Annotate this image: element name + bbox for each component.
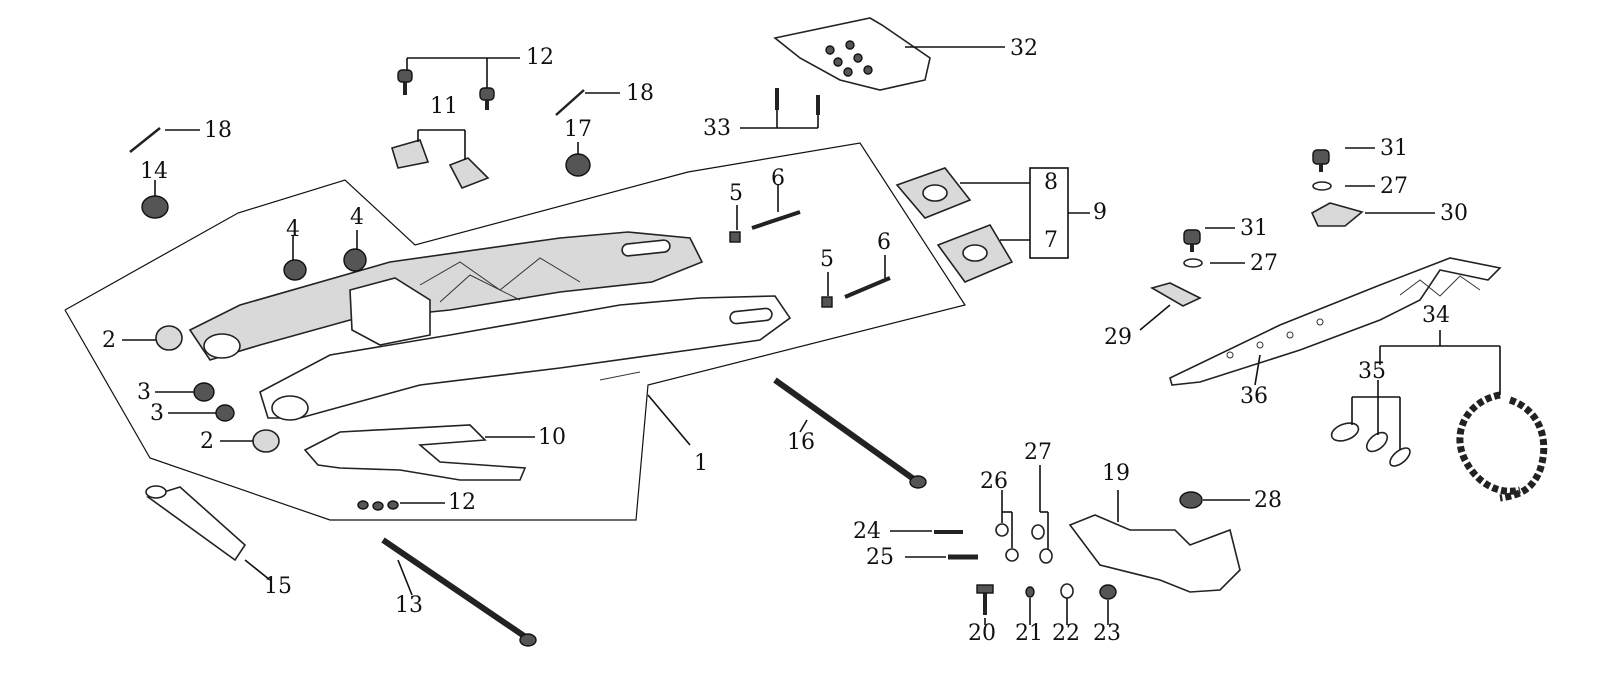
callout-5-lower: 5	[820, 247, 834, 272]
adjuster-plate-lower	[936, 224, 1014, 283]
callout-16: 16	[787, 430, 815, 455]
bushing-2-upper	[155, 325, 183, 351]
callout-2-upper: 2	[102, 328, 116, 353]
chain-master-link	[1330, 422, 1411, 467]
callout-28: 28	[1254, 488, 1282, 513]
bracket	[303, 424, 527, 481]
bolt-31-lower	[1183, 229, 1201, 252]
callout-3-lower: 3	[150, 401, 164, 426]
callout-13: 13	[395, 593, 423, 618]
nut-4-right	[343, 248, 367, 272]
callout-30: 30	[1440, 201, 1468, 226]
callout-23: 23	[1093, 621, 1121, 646]
bolts-33	[775, 88, 820, 115]
callout-35: 35	[1358, 359, 1386, 384]
bolt-12-upper-left	[397, 69, 413, 95]
washer-26	[995, 523, 1019, 562]
clamp-11-right	[448, 157, 490, 190]
callout-1: 1	[694, 451, 708, 476]
callout-20: 20	[968, 621, 996, 646]
callout-27-upper: 27	[1380, 174, 1408, 199]
callout-29: 29	[1104, 325, 1132, 350]
clamp-11-left	[391, 139, 430, 169]
washer-21	[1025, 586, 1035, 598]
guide-bracket-30	[1310, 202, 1364, 227]
callout-7: 7	[1044, 228, 1058, 253]
chain-guide	[1068, 514, 1241, 593]
callout-3-upper: 3	[137, 380, 151, 405]
callout-31-lower: 31	[1240, 216, 1268, 241]
swingarm-group-outline	[64, 142, 966, 521]
callout-36: 36	[1240, 384, 1268, 409]
swingarm-pivot-axle	[381, 537, 537, 647]
callout-18-center: 18	[626, 81, 654, 106]
callout-2-lower: 2	[200, 429, 214, 454]
callout-25: 25	[866, 545, 894, 570]
callout-19: 19	[1102, 461, 1130, 486]
washer-3-lower	[215, 404, 235, 422]
drive-chain	[1456, 391, 1548, 502]
bolt-12-upper-right	[479, 87, 495, 110]
cotter-pin-18-center	[555, 89, 585, 116]
rear-wheel-axle	[773, 377, 927, 489]
nut-17	[565, 153, 591, 177]
callout-15: 15	[264, 574, 292, 599]
callout-21: 21	[1015, 621, 1043, 646]
leader-lines	[122, 46, 1501, 625]
nut-5-lower	[821, 296, 833, 308]
chain-slider-holes	[1226, 275, 1481, 359]
nut-5-upper	[729, 231, 741, 243]
callout-12-upper: 12	[526, 45, 554, 70]
bolt-31-upper	[1312, 149, 1330, 172]
callout-26: 26	[980, 469, 1008, 494]
nut-28	[1179, 491, 1203, 509]
swingarm	[188, 231, 792, 421]
rear-fender	[773, 17, 931, 91]
nut-23	[1099, 584, 1117, 600]
callout-12-lower: 12	[448, 490, 476, 515]
washer-27-center	[1031, 524, 1053, 564]
callout-9: 9	[1093, 200, 1107, 225]
callout-18-left: 18	[204, 118, 232, 143]
callout-32: 32	[1010, 36, 1038, 61]
callout-27-lower: 27	[1250, 251, 1278, 276]
chain-slider	[1169, 257, 1502, 386]
callout-22: 22	[1052, 621, 1080, 646]
bolt-6-lower	[844, 276, 891, 299]
bolt-6-upper	[751, 210, 801, 230]
callout-4-left: 4	[286, 217, 300, 242]
callout-6-upper: 6	[771, 166, 785, 191]
nut-4-left	[283, 259, 307, 281]
callout-27-center: 27	[1024, 440, 1052, 465]
callout-8: 8	[1044, 170, 1058, 195]
pivot-sleeve	[145, 485, 247, 562]
callout-6-lower: 6	[877, 230, 891, 255]
callout-5-upper: 5	[729, 181, 743, 206]
washer-27-upper	[1312, 181, 1332, 191]
callout-14: 14	[140, 159, 168, 184]
washer-22	[1060, 583, 1074, 599]
callout-17: 17	[564, 117, 592, 142]
callout-10: 10	[538, 425, 566, 450]
washer-27-lower	[1183, 258, 1203, 268]
bushing-2-lower	[252, 429, 280, 453]
washer-3-upper	[193, 382, 215, 402]
adjuster-plate-upper	[895, 167, 972, 219]
callout-31-upper: 31	[1380, 136, 1408, 161]
bolt-20	[976, 584, 994, 615]
callouts: 1 2 2 3 3 4 4 5 5 6 6 7 8 9 10 11 12 12 …	[102, 36, 1468, 646]
cotter-pin-18-left	[129, 127, 161, 153]
callout-24: 24	[853, 519, 881, 544]
bolts-12-lower	[357, 500, 399, 511]
callout-11: 11	[430, 94, 458, 119]
nut-14	[141, 195, 169, 219]
callout-33: 33	[703, 116, 731, 141]
callout-4-right: 4	[350, 205, 364, 230]
callout-34: 34	[1422, 303, 1450, 328]
fender-holes	[825, 40, 873, 77]
guide-bracket-29	[1149, 282, 1202, 307]
